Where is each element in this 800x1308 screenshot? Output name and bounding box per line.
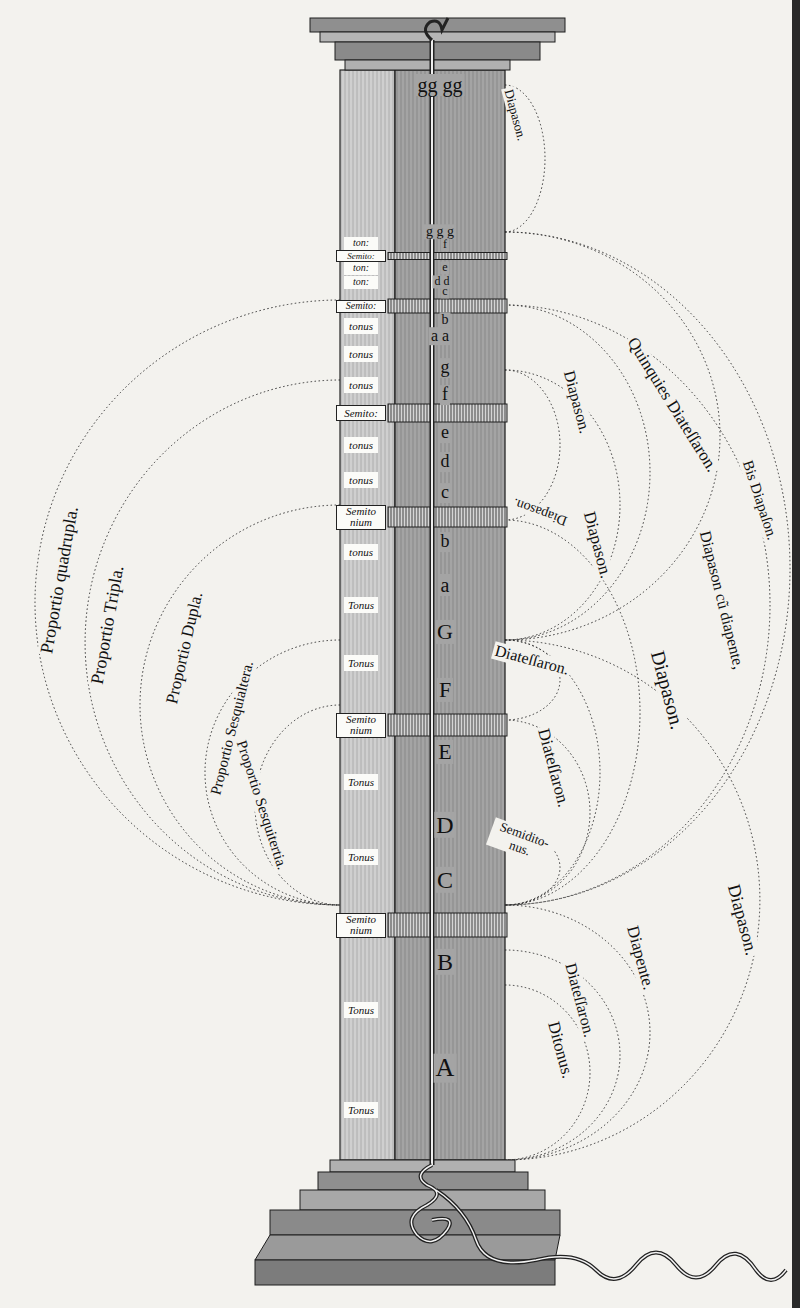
proportion-arc bbox=[85, 380, 340, 905]
interval-name: ton: bbox=[353, 238, 369, 248]
interval-name: Semito nium bbox=[340, 714, 382, 736]
interval-name: ton: bbox=[353, 263, 369, 273]
tone-cell: tonus bbox=[344, 437, 378, 453]
interval-name: tonus bbox=[349, 475, 373, 486]
note-letter: g bbox=[439, 358, 452, 378]
tone-cell: ton: bbox=[344, 262, 378, 275]
note-letter: gg gg bbox=[416, 74, 465, 96]
interval-label: Diapason. bbox=[646, 646, 689, 733]
proportion-arc bbox=[35, 300, 340, 905]
interval-name: Tonus bbox=[348, 600, 374, 611]
semitone-cell: Semito: bbox=[336, 405, 386, 421]
note-letter: B bbox=[435, 949, 455, 975]
interval-arc bbox=[505, 232, 790, 905]
note-letter: a a bbox=[429, 327, 451, 345]
note-letter: f bbox=[440, 385, 450, 405]
note-letter: c bbox=[439, 483, 451, 503]
interval-label: Diapason cũ diapente, bbox=[696, 527, 748, 673]
semitone-cell: Semito nium bbox=[336, 505, 386, 530]
note-letter: E bbox=[436, 740, 453, 764]
interval-label: Diapason. bbox=[560, 367, 595, 438]
interval-arc bbox=[505, 640, 760, 1160]
interval-label: Diapason. bbox=[723, 880, 762, 959]
interval-label: Quinquies Diateſſaron. bbox=[622, 333, 722, 478]
note-letter: g g g bbox=[424, 224, 456, 239]
note-letter: G bbox=[435, 620, 455, 644]
interval-label: Diapason. bbox=[509, 494, 571, 529]
note-letter: d bbox=[439, 452, 452, 472]
proportion-label: Proportio quadrupla. bbox=[37, 503, 83, 657]
interval-label: Diapente. bbox=[622, 922, 658, 994]
interval-name: Semito nium bbox=[340, 914, 382, 936]
proportion-label: Proportio Tripla. bbox=[87, 562, 128, 688]
interval-name: Semito: bbox=[344, 408, 378, 419]
interval-arc bbox=[505, 950, 620, 1160]
interval-arc bbox=[505, 720, 590, 905]
tone-cell: tonus bbox=[344, 377, 378, 393]
interval-label: Diapason. bbox=[579, 508, 616, 583]
tone-cell: Tonus bbox=[344, 1102, 378, 1118]
semitone-cell: Semito nium bbox=[336, 913, 386, 938]
interval-name: tonus bbox=[349, 440, 373, 451]
interval-label: Bis Diapaſon. bbox=[739, 456, 781, 543]
proportion-arc bbox=[140, 505, 340, 905]
interval-label: Ditonus. bbox=[543, 1018, 577, 1083]
interval-arc bbox=[505, 305, 770, 905]
note-letter: a bbox=[439, 574, 452, 596]
tone-cell: tonus bbox=[344, 318, 378, 334]
tone-cell: ton: bbox=[344, 276, 378, 289]
note-letter: e bbox=[440, 261, 449, 274]
interval-name: ton: bbox=[353, 277, 369, 287]
interval-arc bbox=[505, 640, 600, 905]
interval-name: Semito: bbox=[347, 252, 375, 261]
tone-cell: Tonus bbox=[344, 774, 378, 790]
interval-arc bbox=[505, 305, 650, 640]
interval-arc bbox=[505, 370, 620, 640]
tone-cell: tonus bbox=[344, 472, 378, 488]
note-letter: b bbox=[440, 312, 451, 327]
interval-name: Semito nium bbox=[340, 506, 382, 528]
note-letter: c bbox=[440, 285, 449, 298]
note-letter: e bbox=[439, 423, 451, 443]
interval-name: Tonus bbox=[348, 852, 374, 863]
tone-cell: Tonus bbox=[344, 849, 378, 865]
page-edge bbox=[792, 0, 800, 1308]
semitone-cell: Semito nium bbox=[336, 713, 386, 738]
interval-name: Tonus bbox=[348, 777, 374, 788]
interval-label: Diateſſaron. bbox=[561, 959, 599, 1041]
note-letter: D bbox=[434, 812, 455, 838]
proportion-label: Proportio Dupla. bbox=[163, 588, 208, 707]
interval-name: tonus bbox=[349, 349, 373, 360]
interval-name: Semito: bbox=[346, 301, 377, 311]
interval-name: Tonus bbox=[348, 658, 374, 669]
semitone-cell: Semito: bbox=[336, 250, 386, 262]
interval-name: Tonus bbox=[348, 1105, 374, 1116]
note-letter: A bbox=[434, 1054, 457, 1083]
string bbox=[411, 18, 786, 1280]
note-letter: f bbox=[441, 238, 449, 251]
interval-name: tonus bbox=[349, 547, 373, 558]
tone-cell: tonus bbox=[344, 544, 378, 560]
tone-cell: ton: bbox=[344, 237, 378, 250]
proportion-label: Proportio Sesquitertia. bbox=[233, 736, 292, 873]
semitone-cell: Semito: bbox=[336, 300, 386, 313]
tone-cell: Tonus bbox=[344, 655, 378, 671]
proportion-arc bbox=[205, 640, 340, 905]
interval-name: tonus bbox=[349, 321, 373, 332]
note-letter: b bbox=[439, 532, 452, 552]
note-letter: C bbox=[435, 867, 455, 893]
tone-cell: Tonus bbox=[344, 597, 378, 613]
interval-name: tonus bbox=[349, 380, 373, 391]
tone-cell: tonus bbox=[344, 346, 378, 362]
tone-cell: Tonus bbox=[344, 1002, 378, 1018]
interval-name: Tonus bbox=[348, 1005, 374, 1016]
interval-label: Diateſſaron. bbox=[533, 725, 573, 812]
note-letter: F bbox=[437, 678, 453, 702]
